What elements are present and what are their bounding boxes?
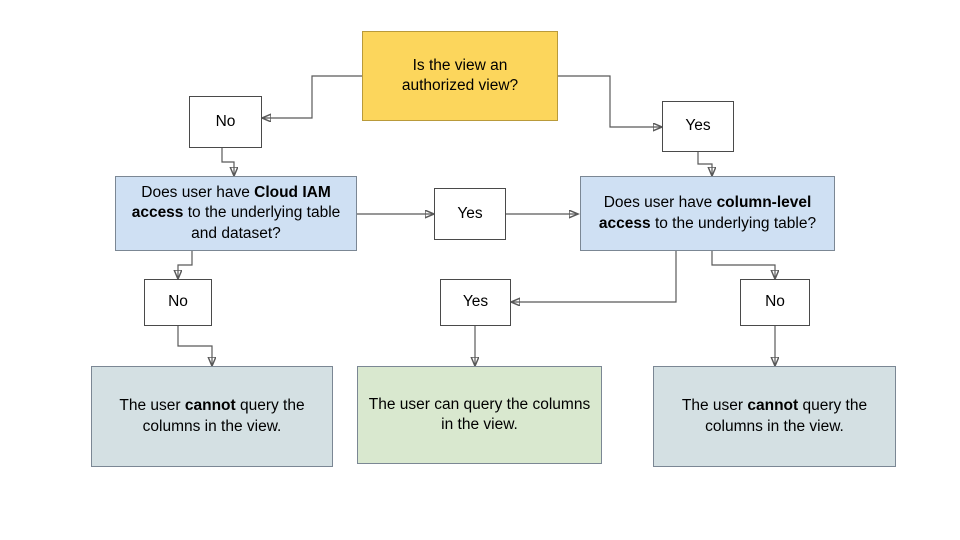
node-decision-cloud-iam: Does user have Cloud IAM access to the u… xyxy=(115,176,357,251)
branch-yes-bottom-label: Yes xyxy=(462,293,489,311)
node-branch-no-right: No xyxy=(740,279,810,326)
result-right-text-1: The user xyxy=(681,397,748,415)
node-branch-no-left: No xyxy=(144,279,212,326)
start-line-1: Is the view an xyxy=(412,56,508,74)
branch-yes-middle-label: Yes xyxy=(457,204,483,222)
edge-start-to-yes xyxy=(558,75,662,127)
edge-column-to-noright xyxy=(711,251,775,279)
branch-no-right-label: No xyxy=(765,293,785,311)
node-branch-no-top: No xyxy=(189,96,262,148)
node-result-right-cannot-query: The user cannot query the columns in the… xyxy=(653,366,896,467)
decision-column-text-bold: column-level access xyxy=(598,194,812,232)
branch-no-top-label: No xyxy=(215,112,236,130)
decision-iam-text-1: Does user have xyxy=(141,183,255,201)
start-line-2: authorized view? xyxy=(401,77,519,94)
node-result-middle-can-query: The user can query the columns in the vi… xyxy=(357,366,602,464)
result-right-text-bold: cannot xyxy=(747,397,799,415)
edge-yes-to-column xyxy=(697,152,712,176)
edge-iam-to-no xyxy=(178,251,193,279)
node-branch-yes-top: Yes xyxy=(662,101,734,152)
node-decision-column-level: Does user have column-level access to th… xyxy=(580,176,835,251)
edge-no-to-result-left xyxy=(177,326,212,366)
edge-column-to-yesbottom xyxy=(511,251,677,302)
decision-iam-text-2: to the underlying table and dataset? xyxy=(183,204,341,242)
decision-column-text-2: to the underlying table? xyxy=(650,214,817,232)
decision-iam-text-bold: Cloud IAM access xyxy=(131,183,331,222)
branch-no-left-label: No xyxy=(168,293,188,311)
node-start-question: Is the view an authorized view? xyxy=(362,31,558,121)
result-left-text-1: The user xyxy=(119,397,185,415)
result-right-text-2: query the columns in the view. xyxy=(705,397,868,435)
result-middle-text: The user can query the columns in the vi… xyxy=(368,395,591,433)
node-branch-yes-bottom: Yes xyxy=(440,279,511,326)
edge-start-to-no xyxy=(262,75,362,118)
result-left-text-2: query the columns in the view. xyxy=(142,397,305,435)
node-branch-yes-middle: Yes xyxy=(434,188,506,240)
decision-column-text-1: Does user have xyxy=(603,194,717,212)
edge-no-to-iam xyxy=(221,148,234,176)
branch-yes-top-label: Yes xyxy=(685,117,711,135)
node-result-left-cannot-query: The user cannot query the columns in the… xyxy=(91,366,333,467)
result-left-text-bold: cannot xyxy=(184,397,236,415)
